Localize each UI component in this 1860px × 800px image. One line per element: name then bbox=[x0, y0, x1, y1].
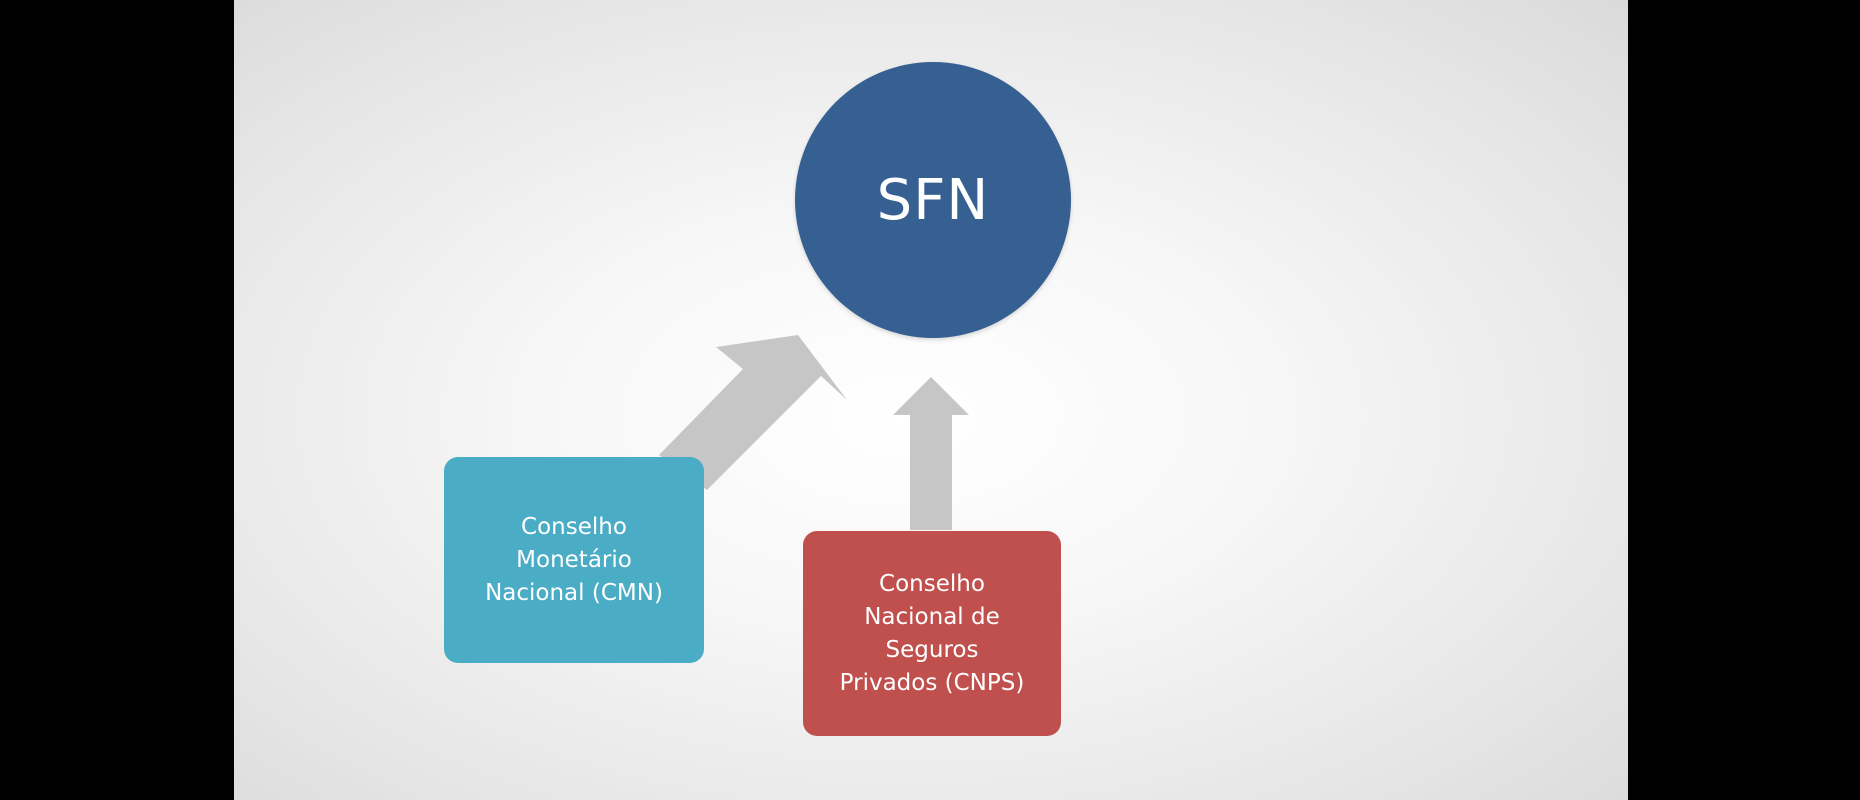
left-letterbox bbox=[0, 0, 234, 800]
arrow-cmn-to-sfn bbox=[659, 335, 847, 490]
cnps-box: Conselho Nacional de Seguros Privados (C… bbox=[803, 531, 1061, 736]
arrow-cnps-to-sfn bbox=[893, 377, 969, 530]
slide: SFN Conselho Monetário Nacional (CMN) Co… bbox=[234, 0, 1628, 800]
right-letterbox bbox=[1628, 0, 1860, 800]
sfn-label: SFN bbox=[876, 167, 990, 233]
arrows-layer bbox=[659, 335, 969, 530]
cnps-label: Conselho Nacional de Seguros Privados (C… bbox=[839, 570, 1025, 696]
cmn-box: Conselho Monetário Nacional (CMN) bbox=[444, 457, 704, 663]
cmn-label: Conselho Monetário Nacional (CMN) bbox=[485, 513, 663, 606]
sfn-circle: SFN bbox=[795, 62, 1071, 338]
